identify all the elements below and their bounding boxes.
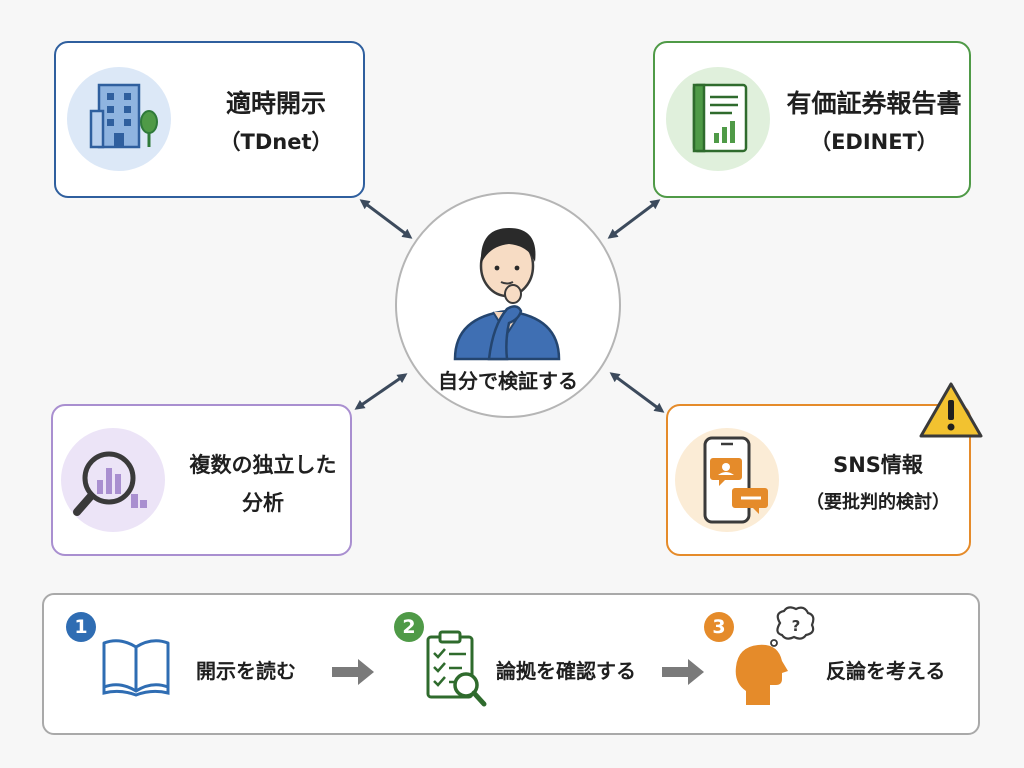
edinet-subtitle: （EDINET） <box>810 130 938 154</box>
open-book-icon <box>102 639 170 697</box>
sns-text: SNS情報 （要批判的検討） <box>788 446 968 522</box>
arrow-edinet-center <box>607 199 661 239</box>
step-1-badge: 1 <box>66 612 96 642</box>
arrow-sns-center <box>609 372 665 413</box>
analysis-title: 複数の独立した <box>189 453 337 477</box>
center-label: 自分で検証する <box>438 369 578 393</box>
card-tdnet: 適時開示 （TDnet） <box>54 41 365 198</box>
checklist-magnifier-icon <box>426 630 487 707</box>
center-verify: 自分で検証する <box>395 192 621 418</box>
edinet-text: 有価証券報告書 （EDINET） <box>779 85 969 161</box>
edinet-icon-circle <box>666 67 770 171</box>
magnifier-chart-icon <box>73 451 147 516</box>
thinking-person-icon <box>453 228 561 361</box>
steps-panel: 1 開示を読む 2 論拠を確認する 3 ? 反論を考える <box>42 593 980 735</box>
sns-icon-circle <box>675 428 779 532</box>
office-building-icon <box>89 83 158 149</box>
step-3-badge: 3 <box>704 612 734 642</box>
svg-text:?: ? <box>792 617 801 635</box>
arrow-analysis-center <box>354 373 408 410</box>
card-edinet: 有価証券報告書 （EDINET） <box>653 41 971 198</box>
warning-icon <box>919 382 983 438</box>
card-sns: SNS情報 （要批判的検討） <box>666 404 971 556</box>
tdnet-icon-circle <box>67 67 171 171</box>
card-analysis: 複数の独立した 分析 <box>51 404 352 556</box>
smartphone-chat-icon <box>703 436 768 524</box>
arrow-tdnet-center <box>359 199 413 239</box>
step-2-label: 論拠を確認する <box>496 659 636 683</box>
step-3-label: 反論を考える <box>826 659 946 683</box>
analysis-text: 複数の独立した 分析 <box>183 446 343 522</box>
sns-subtitle: （要批判的検討） <box>806 492 950 513</box>
step-2-badge: 2 <box>394 612 424 642</box>
tdnet-text: 適時開示 （TDnet） <box>196 85 356 161</box>
tdnet-subtitle: （TDnet） <box>219 130 333 154</box>
tdnet-title: 適時開示 <box>225 89 326 118</box>
step-1-label: 開示を読む <box>196 659 296 683</box>
report-book-icon <box>692 83 748 153</box>
analysis-subtitle: 分析 <box>242 491 284 515</box>
thinking-head-icon: ? <box>735 606 815 705</box>
analysis-icon-circle <box>61 428 165 532</box>
step-arrow-1 <box>332 659 374 685</box>
step-arrow-2 <box>662 659 704 685</box>
edinet-title: 有価証券報告書 <box>786 89 962 118</box>
sns-title: SNS情報 <box>833 453 923 477</box>
